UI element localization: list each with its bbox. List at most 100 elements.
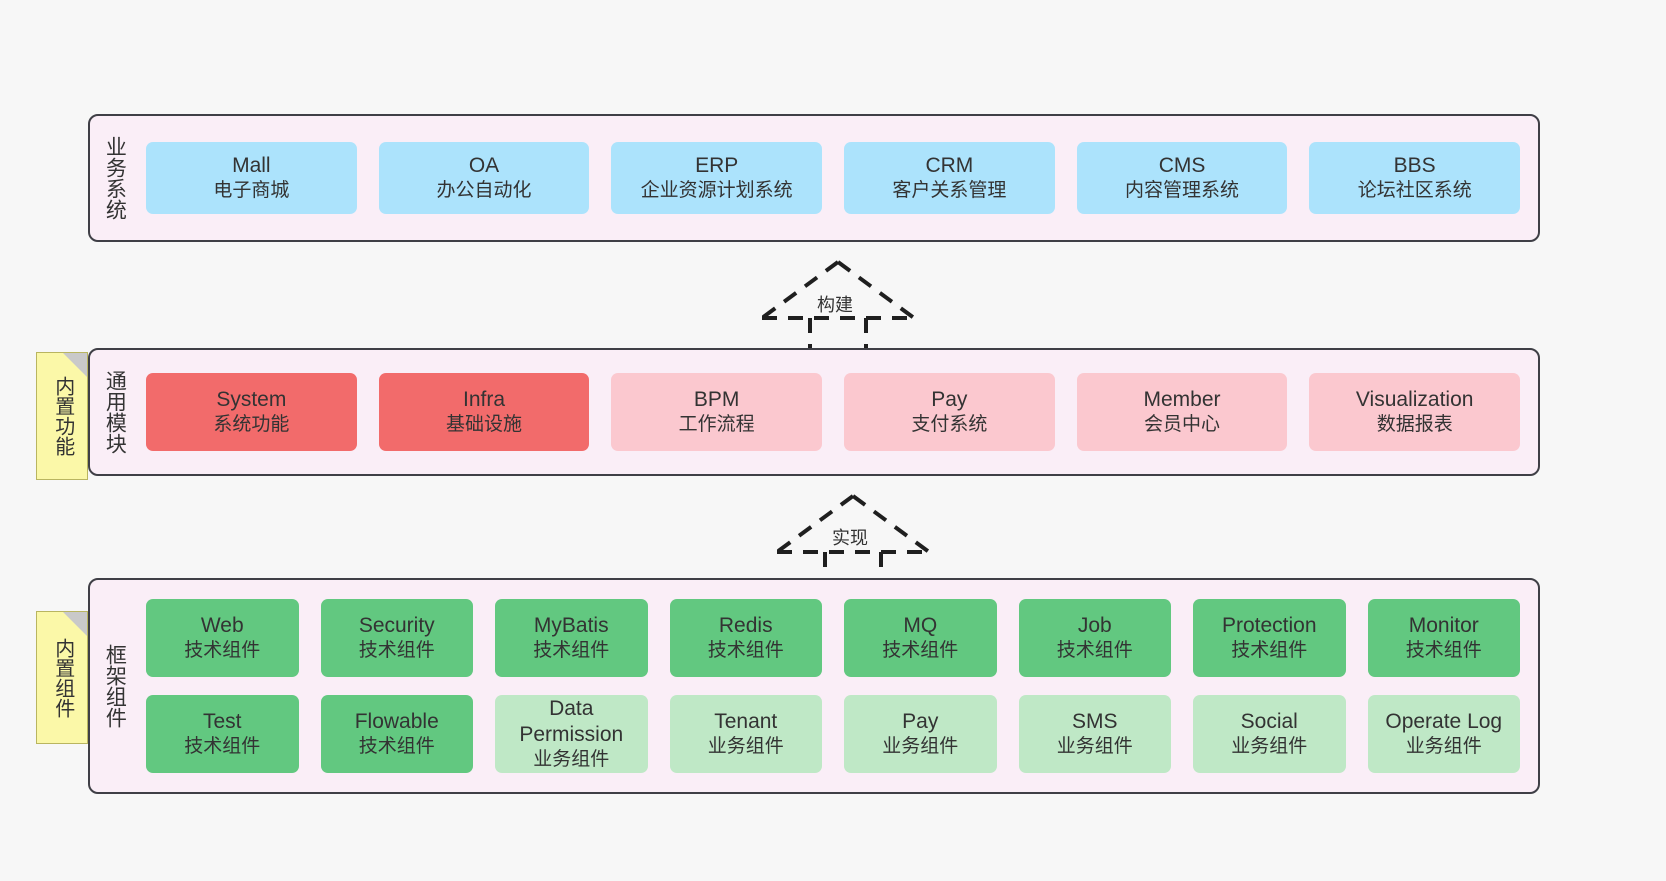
framework-item-data-permission[interactable]: Data Permission 业务组件 <box>495 695 648 773</box>
item-title: Infra <box>462 388 506 411</box>
item-subtitle: 技术组件 <box>882 640 959 662</box>
item-title: Mall <box>232 154 271 177</box>
note-text: 内置功能 <box>51 376 74 456</box>
framework-item-test[interactable]: Test 技术组件 <box>146 695 299 773</box>
item-title: Member <box>1143 388 1221 411</box>
item-title: MQ <box>903 614 938 637</box>
item-subtitle: 技术组件 <box>1056 640 1133 662</box>
item-title: CMS <box>1158 154 1206 177</box>
framework-item-job[interactable]: Job 技术组件 <box>1018 599 1171 677</box>
item-subtitle: 业务组件 <box>1056 736 1133 758</box>
item-subtitle: 技术组件 <box>184 736 261 758</box>
framework-item-security[interactable]: Security 技术组件 <box>320 599 473 677</box>
build-arrow-label: 构建 <box>817 295 853 315</box>
item-subtitle: 技术组件 <box>707 640 784 662</box>
framework-row-tech: Web 技术组件 Security 技术组件 MyBatis 技术组件 Redi… <box>138 599 1528 677</box>
framework-item-mybatis[interactable]: MyBatis 技术组件 <box>495 599 648 677</box>
framework-item-social[interactable]: Social 业务组件 <box>1193 695 1346 773</box>
framework-item-web[interactable]: Web 技术组件 <box>146 599 299 677</box>
layer-business-systems: 业务系统 Mall 电子商城 OA 办公自动化 ERP 企业资源计划系统 CRM <box>88 114 1540 242</box>
layer-label-common-modules: 通用模块 <box>103 370 127 454</box>
business-systems-body: Mall 电子商城 OA 办公自动化 ERP 企业资源计划系统 CRM 客户关系… <box>138 116 1538 240</box>
item-subtitle: 企业资源计划系统 <box>640 180 793 202</box>
item-subtitle: 业务组件 <box>1405 736 1482 758</box>
item-subtitle: 技术组件 <box>533 640 610 662</box>
framework-row-business: Test 技术组件 Flowable 技术组件 Data Permission … <box>138 695 1528 773</box>
note-text: 内置组件 <box>51 637 74 718</box>
item-subtitle: 内容管理系统 <box>1125 180 1240 202</box>
business-systems-row: Mall 电子商城 OA 办公自动化 ERP 企业资源计划系统 CRM 客户关系… <box>138 142 1528 214</box>
item-subtitle: 基础设施 <box>446 414 523 436</box>
item-title: Web <box>200 614 244 637</box>
business-item-mall[interactable]: Mall 电子商城 <box>146 142 357 214</box>
module-item-member[interactable]: Member 会员中心 <box>1076 373 1288 451</box>
module-item-bpm[interactable]: BPM 工作流程 <box>611 373 823 451</box>
item-title: Pay <box>931 388 968 411</box>
module-item-pay[interactable]: Pay 支付系统 <box>844 373 1055 451</box>
item-subtitle: 技术组件 <box>184 640 261 662</box>
item-title: Protection <box>1221 614 1317 637</box>
item-subtitle: 办公自动化 <box>436 180 532 202</box>
item-subtitle: 业务组件 <box>882 736 959 758</box>
item-title: Operate Log <box>1385 710 1503 733</box>
item-subtitle: 技术组件 <box>358 736 435 758</box>
item-title: Pay <box>902 710 939 733</box>
layer-label-framework-components: 框架组件 <box>103 644 127 728</box>
item-subtitle: 电子商城 <box>213 180 290 202</box>
business-item-oa[interactable]: OA 办公自动化 <box>378 142 590 214</box>
module-item-visualization[interactable]: Visualization 数据报表 <box>1309 373 1521 451</box>
item-subtitle: 业务组件 <box>533 749 610 771</box>
item-title: Flowable <box>354 710 439 733</box>
item-title: MyBatis <box>533 614 609 637</box>
item-title: Data Permission <box>519 696 624 747</box>
item-title: BBS <box>1393 154 1436 177</box>
item-title: Tenant <box>714 710 778 733</box>
item-title: Job <box>1077 614 1112 637</box>
implement-arrow-label: 实现 <box>832 528 868 548</box>
module-item-infra[interactable]: Infra 基础设施 <box>378 373 590 451</box>
item-title: Security <box>358 614 435 637</box>
item-subtitle: 业务组件 <box>1231 736 1308 758</box>
item-title: ERP <box>695 154 739 177</box>
business-item-crm[interactable]: CRM 客户关系管理 <box>844 142 1055 214</box>
item-subtitle: 业务组件 <box>707 736 784 758</box>
item-subtitle: 工作流程 <box>678 414 755 436</box>
business-item-erp[interactable]: ERP 企业资源计划系统 <box>611 142 823 214</box>
framework-item-sms[interactable]: SMS 业务组件 <box>1018 695 1171 773</box>
common-modules-row: System 系统功能 Infra 基础设施 BPM 工作流程 Pay 支付系统… <box>138 373 1528 451</box>
item-subtitle: 技术组件 <box>358 640 435 662</box>
framework-item-redis[interactable]: Redis 技术组件 <box>669 599 822 677</box>
framework-item-tenant[interactable]: Tenant 业务组件 <box>669 695 822 773</box>
framework-item-flowable[interactable]: Flowable 技术组件 <box>320 695 473 773</box>
item-subtitle: 系统功能 <box>213 414 290 436</box>
item-title: BPM <box>693 388 740 411</box>
item-title: Monitor <box>1408 614 1479 637</box>
item-title: Visualization <box>1355 388 1474 411</box>
framework-item-monitor[interactable]: Monitor 技术组件 <box>1367 599 1520 677</box>
item-subtitle: 支付系统 <box>911 414 988 436</box>
item-title: CRM <box>925 154 974 177</box>
business-item-bbs[interactable]: BBS 论坛社区系统 <box>1309 142 1521 214</box>
item-subtitle: 技术组件 <box>1231 640 1308 662</box>
framework-item-mq[interactable]: MQ 技术组件 <box>844 599 997 677</box>
item-subtitle: 论坛社区系统 <box>1357 180 1472 202</box>
framework-item-operate-log[interactable]: Operate Log 业务组件 <box>1367 695 1520 773</box>
item-subtitle: 客户关系管理 <box>892 180 1007 202</box>
common-modules-body: System 系统功能 Infra 基础设施 BPM 工作流程 Pay 支付系统… <box>138 350 1538 474</box>
item-title: Test <box>202 710 242 733</box>
business-item-cms[interactable]: CMS 内容管理系统 <box>1076 142 1288 214</box>
item-title: Redis <box>718 614 773 637</box>
item-title: SMS <box>1071 710 1118 733</box>
item-title: System <box>216 388 287 411</box>
item-subtitle: 技术组件 <box>1405 640 1482 662</box>
layer-label-business-systems: 业务系统 <box>103 136 127 220</box>
item-title: OA <box>468 154 500 177</box>
item-subtitle: 会员中心 <box>1144 414 1221 436</box>
framework-item-protection[interactable]: Protection 技术组件 <box>1193 599 1346 677</box>
layer-framework-components: 框架组件 Web 技术组件 Security 技术组件 MyBatis 技术组件… <box>88 578 1540 794</box>
module-item-system[interactable]: System 系统功能 <box>146 373 357 451</box>
note-built-in-components: 内置组件 <box>36 611 88 744</box>
layer-common-modules: 通用模块 System 系统功能 Infra 基础设施 BPM 工作流程 Pay <box>88 348 1540 476</box>
framework-item-pay[interactable]: Pay 业务组件 <box>844 695 997 773</box>
